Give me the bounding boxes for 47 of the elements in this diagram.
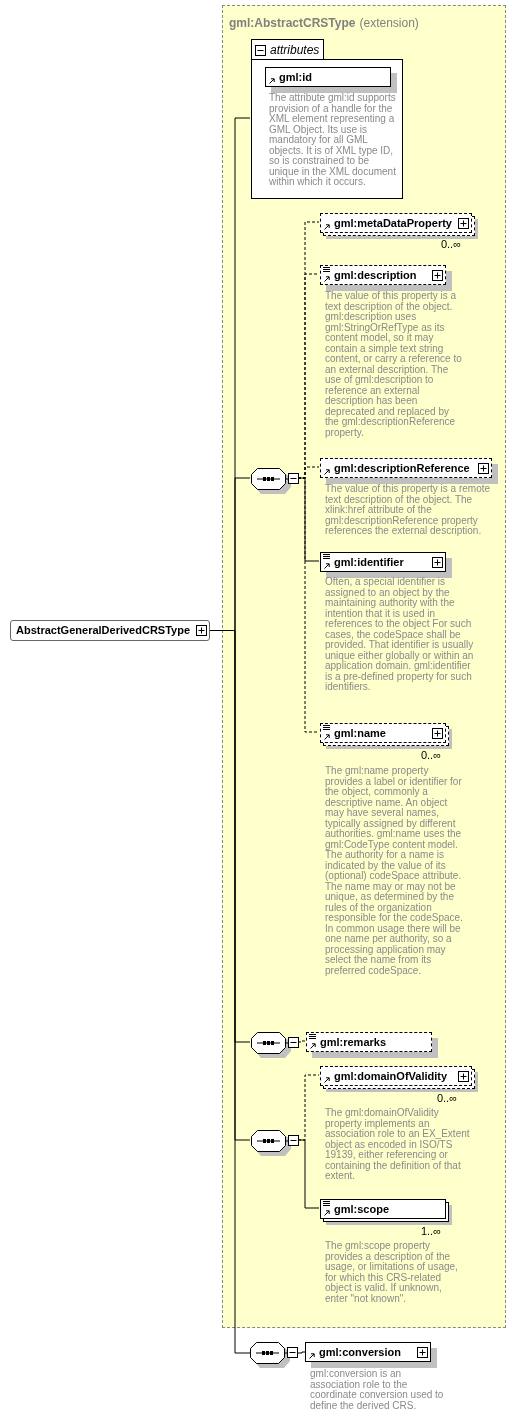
element-name: gml:description <box>334 267 418 283</box>
extension-group <box>222 5 506 1328</box>
sequence-compositor <box>251 468 299 494</box>
description-text: Often, a special identifier is assigned to an object by the maintaining authority with the intention that it is used in references to the object For such cases, the codeSpace shall be provided. That identifier is usually unique either globally or within an application domain. gml:identifier is a pre-defined property for such identifiers. <box>325 577 475 693</box>
element-name: gml:remarks <box>320 1034 388 1050</box>
element-box <box>320 552 452 578</box>
element-box <box>320 1066 478 1092</box>
element-name: gml:descriptionReference <box>334 460 471 476</box>
group-title: attributes <box>270 42 320 59</box>
element-name: gml:scope <box>334 1201 390 1217</box>
sequence-compositor <box>251 1032 299 1058</box>
element-box <box>320 723 452 749</box>
connector-line <box>297 1139 320 1209</box>
multiplicity-label: 1..∞ <box>419 1225 441 1237</box>
element-box <box>320 265 452 291</box>
connector-line <box>297 477 320 733</box>
element-box <box>320 458 498 484</box>
sequence-compositor <box>251 1130 299 1156</box>
connector-line <box>297 1040 306 1043</box>
element-name: gml:name <box>334 725 387 741</box>
sequence-compositor <box>250 1342 298 1368</box>
element-box <box>320 213 478 239</box>
element-name: gml:conversion <box>319 1344 402 1360</box>
description-text: The gml:domainOfValidity property implements an association role to an EX_Extent object as encoded in ISO/TS 19139, either referencing or containing the definition of that extent. <box>325 1108 471 1182</box>
element-box <box>305 1342 437 1368</box>
description-text: gml:conversion is an association role to the coordinate conversion used to define the derived CRS. <box>310 1369 445 1411</box>
element-name: gml:domainOfValidity <box>334 1068 449 1084</box>
derivation-label: (extension) <box>359 15 419 32</box>
multiplicity-label: 0..∞ <box>419 749 441 761</box>
base-type-name: gml:AbstractCRSType <box>229 15 356 32</box>
description-text: The attribute gml:id supports provision of a handle for the XML element representing a GML Object. Its use is mandatory for all GML objects. It is of XML type ID, so is constrained to be unique in the XML document within which it occurs. <box>269 93 397 188</box>
element-box <box>320 1199 452 1225</box>
connector-line <box>297 1351 306 1354</box>
description-text: The gml:scope property provides a description of the usage, or limitations of usage, for which this CRS-related object is valid. If unknown, enter "not known". <box>325 1241 459 1304</box>
element-name: gml:id <box>279 69 313 85</box>
element-name: gml:identifier <box>334 554 405 570</box>
type-box <box>10 620 210 641</box>
multiplicity-label: 0..∞ <box>439 238 461 250</box>
element-box <box>265 67 397 93</box>
multiplicity-label: 0..∞ <box>435 1092 457 1104</box>
element-name: gml:metaDataProperty <box>334 215 453 231</box>
element-box <box>306 1032 438 1058</box>
description-text: The value of this property is a text description of the object. gml:description uses gml:StringOrRefType as its content model, so it may contain a simple text string content, or carry a reference to an external description. The use of gml:description to reference an external description has been deprecated and replaced by the gml:descriptionReference property. <box>325 291 463 438</box>
attribute-group <box>251 39 403 199</box>
type-name: AbstractGeneralDerivedCRSType <box>16 623 191 639</box>
description-text: The value of this property is a remote text description of the object. The xlink:href attribute of the gml:descriptionReference property references the external description. <box>325 484 492 537</box>
description-text: The gml:name property provides a label or identifier for the object, commonly a descriptive name. An object may have several names, typically assigned by different authorities. gml:name uses the gml:CodeType content model. The authority for a name is indicated by the value of its (optional) codeSpace attribute. The name may or may not be unique, as determined by the rules of the organization responsible for the codeSpace. In common usage there will be one name per authority, so a processing application may select the name from its preferred codeSpace. <box>325 766 464 976</box>
